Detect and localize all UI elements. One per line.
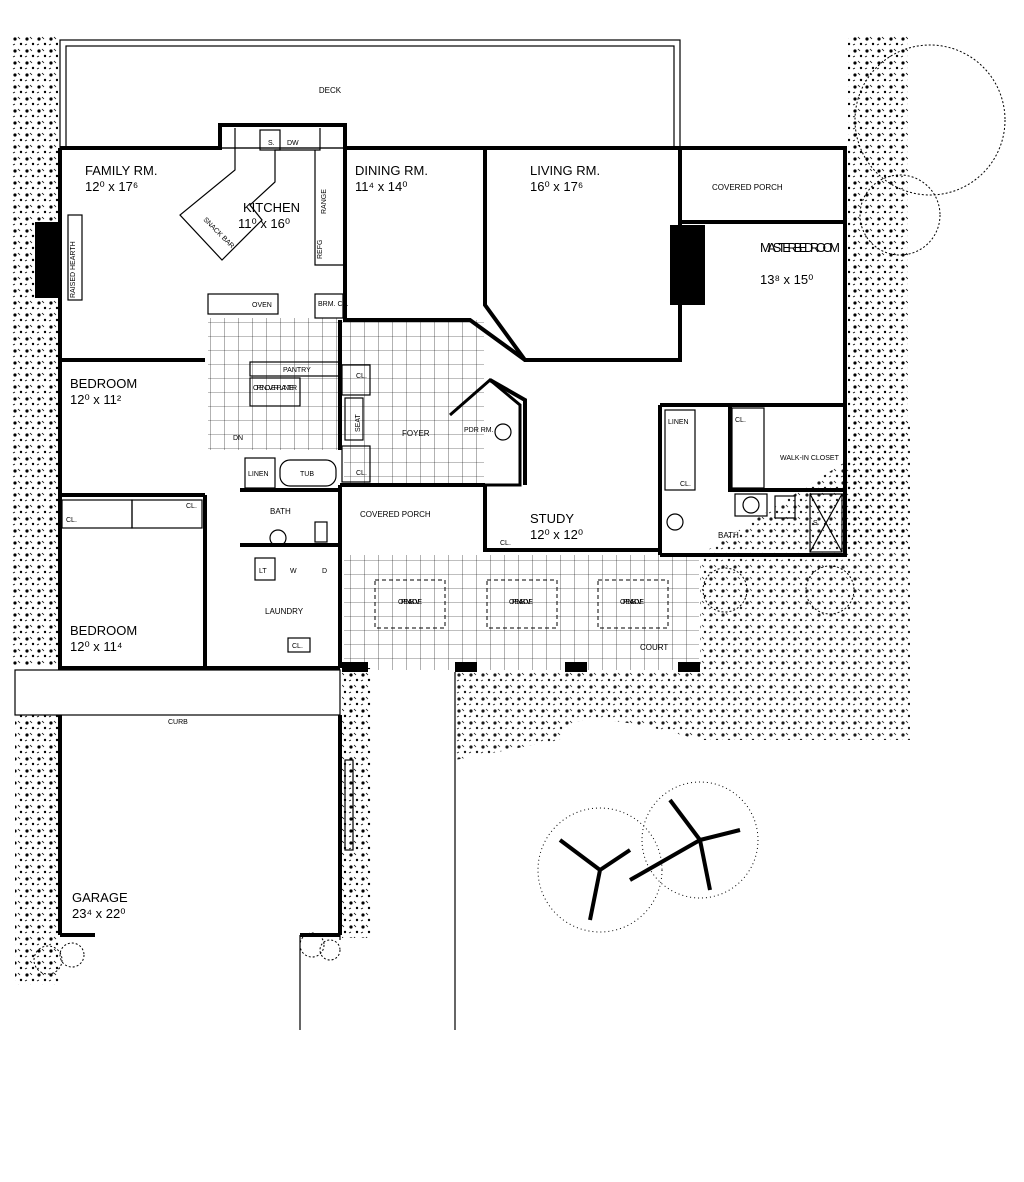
- landscaping: [12, 35, 1006, 985]
- court-label: COURT: [640, 643, 668, 652]
- open-above-label: OPEN ABOVE: [398, 599, 422, 606]
- closet-label: CL.: [500, 540, 511, 547]
- dining-room-size: 11⁴ x 14⁰: [355, 179, 407, 194]
- bedroom-2-size: 12⁰ x 11⁴: [70, 639, 122, 654]
- tree-icon: [641, 781, 759, 899]
- living-room-label: LIVING RM.: [530, 163, 600, 178]
- master-bath-label: BATH: [718, 531, 739, 540]
- closet-label: CL.: [356, 470, 367, 477]
- curb: [14, 669, 341, 716]
- shrub-icon: [702, 567, 748, 613]
- master-bedroom-size: 13⁸ x 15⁰: [760, 272, 813, 287]
- walk-in-closet-label: WALK-IN CLOSET: [780, 455, 840, 462]
- snack-bar-label: SNACK BAR: [202, 216, 236, 250]
- linen-label: LINEN: [668, 419, 689, 426]
- open-above-label: OPEN ABOVE: [509, 599, 533, 606]
- shrub-icon: [805, 565, 855, 615]
- seat-label: SEAT: [355, 414, 362, 432]
- stair-dn-label: DN: [233, 435, 243, 442]
- refrigerator-label: REFG: [317, 240, 324, 259]
- deck-label: DECK: [319, 86, 342, 95]
- pantry-label: PANTRY: [283, 367, 311, 374]
- rear-covered-porch-label: COVERED PORCH: [712, 183, 783, 192]
- broom-closet-label: BRM. CL.: [318, 301, 348, 308]
- family-room-size: 12⁰ x 17⁶: [85, 179, 138, 194]
- tree-icon: [537, 807, 663, 933]
- linen-label: LINEN: [248, 471, 269, 478]
- garage-label: GARAGE: [72, 890, 128, 905]
- closet-label: CL.: [680, 481, 691, 488]
- closet-label: CL.: [66, 517, 77, 524]
- walls: [35, 123, 847, 672]
- foyer-floor: [344, 320, 484, 485]
- tree-icon: [859, 174, 941, 256]
- tiled-hall: [208, 318, 344, 450]
- deck: [59, 39, 681, 149]
- laundry-label: LAUNDRY: [265, 607, 304, 616]
- open-above-label: OPEN ABOVE: [620, 599, 644, 606]
- closet-label: CL.: [292, 643, 303, 650]
- bedroom-1-label: BEDROOM: [70, 376, 137, 391]
- powder-room-label: PDR RM.: [464, 427, 494, 434]
- garage-size: 23⁴ x 22⁰: [72, 906, 125, 921]
- court-floor: [344, 555, 699, 670]
- oven-label: OVEN: [252, 302, 272, 309]
- master-bedroom-label: MASTER BEDROOM: [760, 240, 840, 255]
- sink-label: S.: [268, 140, 275, 147]
- foyer-label: FOYER: [402, 429, 430, 438]
- raised-hearth-label: RAISED HEARTH: [70, 241, 77, 298]
- kitchen-label: KITCHEN: [243, 200, 300, 215]
- front-covered-porch-label: COVERED PORCH: [360, 510, 431, 519]
- kitchen-size: 11⁰ x 16⁰: [238, 216, 290, 231]
- laundry-tub-label: LT: [259, 568, 267, 575]
- tree-icon: [854, 44, 1006, 196]
- dining-room-label: DINING RM.: [355, 163, 428, 178]
- dishwasher-label: DW: [287, 140, 299, 147]
- curb-label: CURB: [168, 719, 188, 726]
- bedroom-2-label: BEDROOM: [70, 623, 137, 638]
- dryer-label: D: [322, 568, 327, 575]
- shower-label: S: [813, 520, 818, 527]
- tub-label: TUB: [300, 471, 314, 478]
- study-label: STUDY: [530, 511, 574, 526]
- closet-label: CL.: [356, 373, 367, 380]
- closet-label: CL.: [735, 417, 746, 424]
- study-size: 12⁰ x 12⁰: [530, 527, 583, 542]
- planter-label: OPEN OVER PLANTER: [253, 385, 297, 392]
- bedroom-1-size: 12⁰ x 11²: [70, 392, 122, 407]
- range-label: RANGE: [321, 189, 328, 214]
- washer-label: W: [290, 568, 297, 575]
- bath-label: BATH: [270, 507, 291, 516]
- living-room-size: 16⁰ x 17⁶: [530, 179, 583, 194]
- family-room-label: FAMILY RM.: [85, 163, 157, 178]
- closet-label: CL.: [186, 503, 197, 510]
